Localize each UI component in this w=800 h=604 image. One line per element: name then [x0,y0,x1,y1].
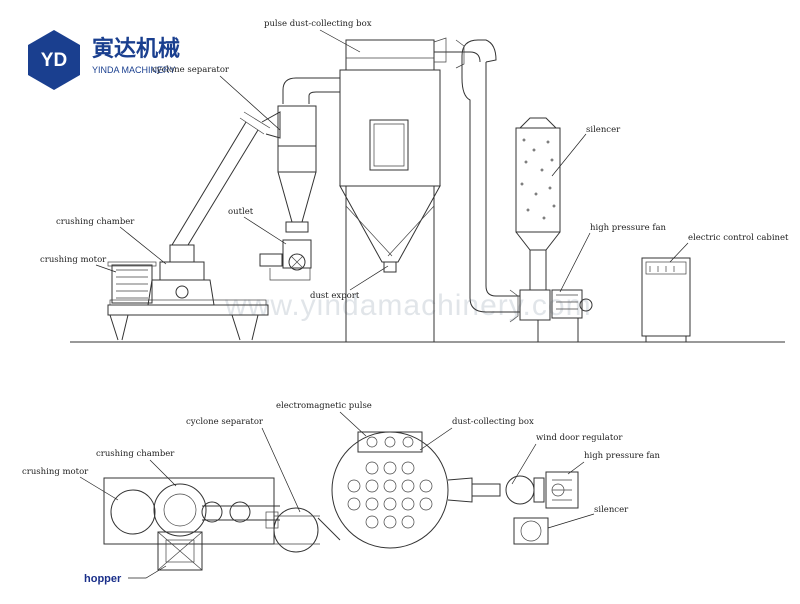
top-hopper [157,531,203,571]
label-dust-box-top: dust-collecting box [452,417,534,427]
top-crusher-frame [103,477,275,545]
label-outlet: outlet [228,207,254,217]
diagonal-pipe [171,111,281,246]
pulse-dust-box [339,37,481,342]
electric-control-cabinet [641,257,691,342]
label-high-pressure-fan-top: high pressure fan [584,451,661,461]
label-wind-door: wind door regulator [536,433,623,443]
label-pulse-dust-box: pulse dust-collecting box [264,19,372,29]
label-high-pressure-fan-side: high pressure fan [590,223,667,233]
label-crushing-motor-top: crushing motor [22,467,89,477]
logo-name-en: YINDA MACHINERY [92,65,175,75]
label-cyclone-top: cyclone separator [186,417,264,427]
top-electromagnetic-pulse [357,431,423,453]
logo-hexagon-icon [28,30,80,90]
label-cyclone-side: cyclone separator [152,65,230,75]
logo-name-cn: 寅达机械 [92,36,180,62]
label-silencer-top: silencer [594,505,629,515]
top-view: electromagnetic pulse cyclone separator … [22,401,661,585]
top-crushing-motor [110,489,156,535]
top-crushing-chamber [153,483,251,537]
label-crushing-chamber-side: crushing chamber [56,217,135,227]
side-view: pulse dust-collecting box cyclone separa… [40,19,789,343]
top-dust-box [331,431,473,549]
label-crushing-motor-side: crushing motor [40,255,107,265]
label-silencer-side: silencer [586,125,621,135]
crushing-motor [107,261,157,304]
top-cyclone [265,507,341,553]
top-duct [202,505,280,521]
label-crushing-chamber-top: crushing chamber [96,449,175,459]
top-silencer [513,517,549,545]
watermark: www.yindamachinery.com [224,289,592,322]
label-electric-cabinet: electric control cabinet [688,233,789,243]
cyclone-separator [259,77,340,281]
top-wind-door-fan [472,471,579,509]
label-dust-export: dust export [310,291,360,301]
high-pressure-fan [519,289,593,342]
return-pipe [455,39,520,323]
logo-mark: YD [41,50,67,71]
silencer [515,117,561,291]
company-logo: YD 寅达机械 YINDA MACHINERY [28,30,180,90]
label-electromagnetic-pulse: electromagnetic pulse [276,401,372,411]
crushing-chamber [147,244,215,306]
label-hopper: hopper [84,573,122,585]
filter-bag-grid [347,461,433,529]
